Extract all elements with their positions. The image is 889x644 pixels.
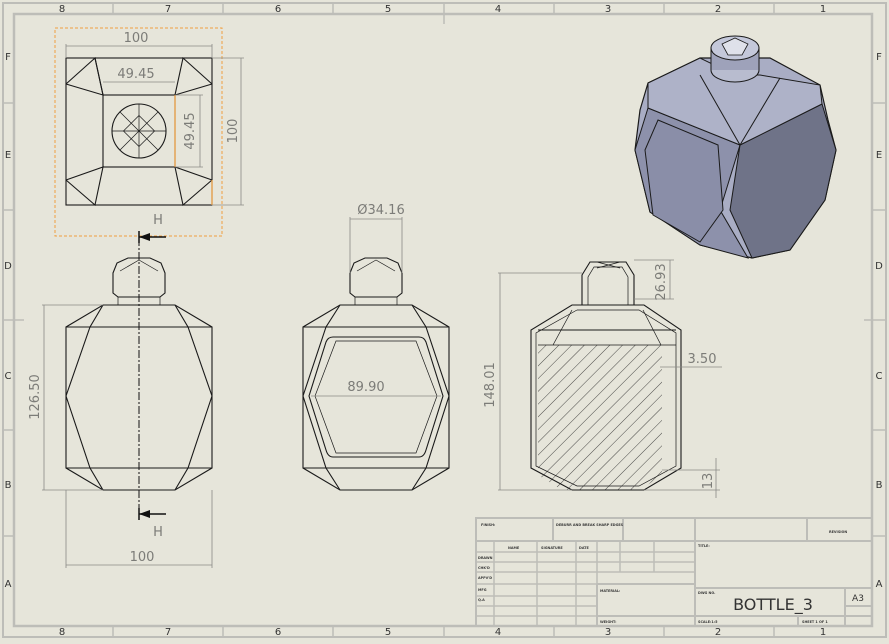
dim-top-width[interactable]: 100: [124, 31, 149, 46]
svg-text:1: 1: [820, 4, 826, 15]
svg-text:7: 7: [165, 4, 171, 15]
svg-text:A: A: [5, 579, 12, 590]
dim-outer-height[interactable]: 100: [226, 119, 241, 144]
dim-total-height[interactable]: 148.01: [483, 362, 498, 408]
tb-header-signature: SIGNATURE: [541, 546, 563, 550]
svg-text:5: 5: [385, 627, 391, 638]
tb-deburr-label: DEBURR AND BREAK SHARP EDGES: [556, 523, 624, 527]
svg-text:D: D: [4, 261, 12, 272]
svg-text:A: A: [876, 579, 883, 590]
tb-scale-label: SCALE:1:5: [698, 620, 718, 624]
svg-text:E: E: [876, 150, 882, 161]
svg-text:6: 6: [275, 4, 281, 15]
front-view[interactable]: 126.50 100 H: [28, 238, 213, 568]
svg-text:B: B: [5, 480, 12, 491]
svg-text:2: 2: [715, 4, 721, 15]
tb-row-chkd: CHK'D: [478, 566, 490, 570]
tb-weight-label: WEIGHT:: [600, 620, 616, 624]
svg-text:4: 4: [495, 627, 501, 638]
dim-neck-diameter[interactable]: Ø34.16: [357, 203, 404, 218]
side-view[interactable]: Ø34.16 89.90: [302, 203, 450, 491]
svg-text:8: 8: [59, 4, 65, 15]
section-label-top: H: [153, 213, 163, 228]
view-selection-box: [54, 27, 223, 237]
tb-material-label: MATERIAL:: [600, 589, 620, 593]
svg-text:3: 3: [605, 627, 611, 638]
svg-text:E: E: [5, 150, 11, 161]
dim-panel-width[interactable]: 89.90: [347, 380, 384, 395]
svg-text:D: D: [875, 261, 883, 272]
svg-text:7: 7: [165, 627, 171, 638]
tb-header-name: NAME: [508, 546, 520, 550]
section-view[interactable]: 148.01 26.93 3.50 13: [483, 259, 722, 498]
svg-text:2: 2: [715, 627, 721, 638]
svg-text:B: B: [876, 480, 883, 491]
svg-text:C: C: [5, 371, 12, 382]
zone-labels: 8 7 6 5 4 3 2 1 8 7 6 5 4 3 2 1 F E D C …: [4, 4, 883, 638]
dim-front-height[interactable]: 126.50: [28, 374, 43, 420]
svg-text:3: 3: [605, 4, 611, 15]
tb-row-mfg: MFG: [478, 588, 487, 592]
dim-neck-height[interactable]: 26.93: [654, 263, 669, 300]
svg-text:C: C: [876, 371, 883, 382]
svg-text:F: F: [876, 52, 882, 63]
tb-finish-label: FINISH:: [481, 523, 495, 527]
dim-inner-height[interactable]: 49.45: [183, 112, 198, 149]
dim-front-width[interactable]: 100: [130, 550, 155, 565]
svg-text:1: 1: [820, 627, 826, 638]
tb-header-date: DATE: [579, 546, 589, 550]
tb-row-appvd: APPV'D: [478, 576, 492, 580]
tb-row-drawn: DRAWN: [478, 556, 493, 560]
dim-wall-thickness[interactable]: 3.50: [688, 352, 717, 367]
svg-text:4: 4: [495, 4, 501, 15]
tb-row-qa: Q.A: [478, 598, 485, 602]
title-block[interactable]: FINISH: DEBURR AND BREAK SHARP EDGES REV…: [475, 517, 873, 627]
isometric-view[interactable]: [634, 35, 837, 259]
svg-text:F: F: [5, 52, 11, 63]
svg-text:5: 5: [385, 4, 391, 15]
tb-title-label: TITLE:: [698, 544, 710, 548]
section-label-bottom: H: [153, 525, 163, 540]
tb-dwg-no-label: DWG NO.: [698, 591, 715, 595]
top-view[interactable]: 100 49.45 49.45 100 H: [54, 27, 244, 243]
tb-sheet-label: SHEET 1 OF 1: [802, 620, 828, 624]
tb-revision-label: REVISION: [829, 530, 847, 534]
dim-inner-width[interactable]: 49.45: [117, 67, 154, 82]
tb-dwg-no[interactable]: BOTTLE_3: [733, 595, 813, 615]
tb-sheet-size: A3: [852, 594, 864, 604]
svg-text:6: 6: [275, 627, 281, 638]
dim-base-height[interactable]: 13: [701, 473, 716, 490]
svg-text:8: 8: [59, 627, 65, 638]
